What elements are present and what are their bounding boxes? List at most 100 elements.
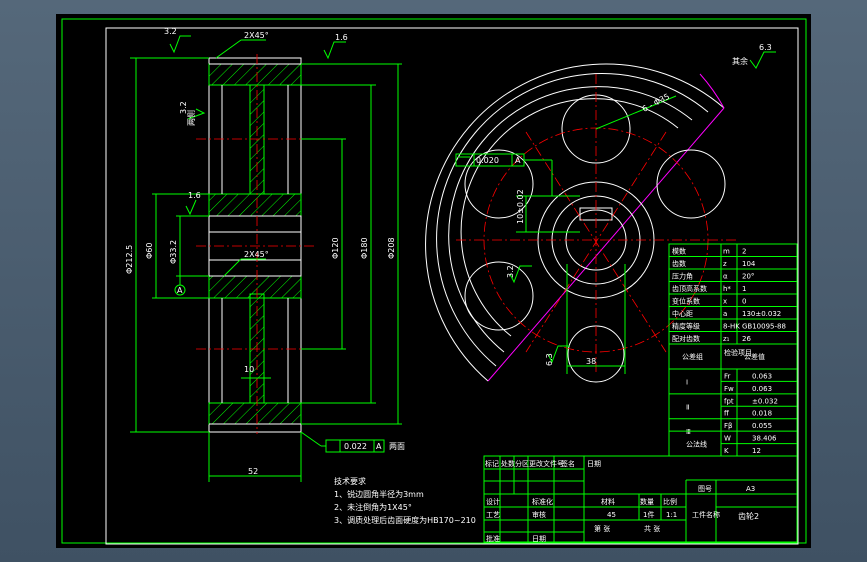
tol-symbol: Fw bbox=[724, 385, 734, 393]
bore-rough-label: 6.3 bbox=[545, 353, 554, 366]
side-note-label: 两侧 bbox=[186, 110, 196, 126]
param-value: 104 bbox=[742, 260, 756, 268]
tb-material: 45 bbox=[607, 511, 616, 519]
tol-header-value: 公差值 bbox=[744, 352, 765, 361]
tb-craft: 工艺 bbox=[486, 511, 500, 519]
param-name: 压力角 bbox=[672, 272, 693, 281]
rough-left-label: 3.2 bbox=[164, 27, 177, 36]
tb-part-name: 齿轮2 bbox=[738, 511, 759, 521]
tb-drawing-no: A3 bbox=[746, 485, 755, 493]
note-2: 2、未注倒角为1X45° bbox=[334, 502, 412, 512]
param-symbol: α bbox=[723, 273, 728, 281]
param-value: 20° bbox=[742, 273, 754, 281]
param-value: GB10095-88 bbox=[742, 323, 786, 331]
dia-tip-label: Φ212.5 bbox=[125, 245, 134, 274]
rev-h1: 处数 bbox=[501, 459, 515, 468]
runout-note: 两面 bbox=[389, 442, 405, 451]
param-name: 配对齿数 bbox=[672, 334, 700, 343]
outer-frame bbox=[61, 18, 807, 544]
tb-review: 审核 bbox=[532, 510, 546, 519]
dia-180-label: Φ180 bbox=[360, 237, 369, 259]
tb-drawing-no-label: 图号 bbox=[698, 485, 712, 493]
mid-chamfer-label: 2X45° bbox=[244, 250, 269, 259]
tb-scale-label: 比例 bbox=[663, 497, 677, 506]
param-symbol: 8-HK bbox=[723, 323, 740, 331]
web-dim-label: 10 bbox=[244, 365, 254, 374]
note-1: 1、锐边圆角半径为3mm bbox=[334, 489, 424, 499]
runout-datum: A bbox=[376, 442, 382, 451]
rev-h2: 分区 bbox=[515, 459, 529, 468]
param-value: 1 bbox=[742, 285, 746, 293]
tol-value: 38.406 bbox=[752, 435, 777, 443]
param-name: 齿顶高系数 bbox=[672, 284, 707, 293]
tb-qty: 1件 bbox=[643, 510, 654, 519]
tol-symbol: Fr bbox=[724, 372, 731, 380]
drawing-canvas: 2X45° 2X45° 1.6 3.2 3.2 两侧 1.6 Φ212.5 Φ6… bbox=[61, 18, 807, 545]
param-name: 变位系数 bbox=[672, 297, 700, 306]
runout-value: 0.022 bbox=[344, 442, 367, 451]
tb-total: 共 张 bbox=[644, 524, 660, 533]
tol-symbol: fpt bbox=[724, 397, 734, 405]
tol-symbol: ff bbox=[724, 410, 729, 418]
symmetry-datum: A bbox=[515, 156, 521, 165]
tol-group: Ⅱ bbox=[686, 403, 689, 411]
tol-group: Ⅲ bbox=[686, 428, 691, 436]
param-symbol: h* bbox=[723, 285, 731, 293]
keyway-width-label: 38 bbox=[586, 357, 596, 366]
rev-h0: 标记 bbox=[485, 459, 499, 468]
tb-qty-label: 数量 bbox=[640, 497, 654, 506]
tol-header-check: 检验项目 bbox=[724, 348, 752, 357]
inner-frame bbox=[105, 27, 799, 545]
tol-symbol: K bbox=[724, 447, 729, 455]
param-symbol: x bbox=[723, 298, 727, 306]
tol-symbol: Fβ bbox=[724, 422, 733, 430]
param-value: 26 bbox=[742, 335, 751, 343]
cad-viewport[interactable]: 2X45° 2X45° 1.6 3.2 3.2 两侧 1.6 Φ212.5 Φ6… bbox=[56, 14, 811, 548]
section-view bbox=[130, 35, 402, 482]
tb-material-label: 材料 bbox=[601, 497, 615, 506]
tb-standard: 标准化 bbox=[532, 497, 553, 506]
dia-120-label: Φ120 bbox=[331, 237, 340, 259]
param-symbol: z bbox=[723, 260, 727, 268]
symmetry-tol-value: 0.020 bbox=[476, 156, 499, 165]
param-value: 0 bbox=[742, 298, 746, 306]
tol-value: 12 bbox=[752, 447, 761, 455]
rough-hub-label: 1.6 bbox=[188, 191, 201, 200]
rev-h3: 更改文件号 bbox=[529, 459, 564, 468]
notes-title: 技术要求 bbox=[334, 476, 366, 486]
tb-scale: 1:1 bbox=[666, 511, 677, 519]
tb-sheet: 第 张 bbox=[594, 524, 610, 533]
tol-value: 0.018 bbox=[752, 410, 772, 418]
rough-side-label: 3.2 bbox=[179, 101, 188, 114]
width-dim-label: 52 bbox=[248, 467, 258, 476]
tb-design: 设计 bbox=[486, 497, 500, 506]
front-view bbox=[425, 63, 736, 383]
datum-a-label: A bbox=[177, 286, 183, 295]
tol-value: 0.055 bbox=[752, 422, 772, 430]
param-name: 中心距 bbox=[672, 309, 693, 318]
rough-rest-label: 其余 bbox=[732, 56, 748, 66]
param-symbol: m bbox=[723, 248, 730, 256]
dia-60-label: Φ60 bbox=[145, 243, 154, 259]
tol-value: 0.063 bbox=[752, 372, 772, 380]
dia-33-label: Φ33.2 bbox=[169, 240, 178, 264]
top-chamfer-label: 2X45° bbox=[244, 31, 269, 40]
param-name: 模数 bbox=[672, 247, 686, 256]
dia-208-label: Φ208 bbox=[387, 237, 396, 259]
tol-group: 公法线 bbox=[686, 440, 707, 449]
rough-rest-icon bbox=[749, 51, 776, 69]
rough-rest-value: 6.3 bbox=[759, 43, 772, 52]
param-value: 130±0.032 bbox=[742, 310, 781, 318]
tol-group: Ⅰ bbox=[686, 378, 688, 386]
tb-date: 日期 bbox=[532, 535, 546, 543]
tb-approve: 批准 bbox=[486, 534, 500, 543]
rev-h4: 签名 bbox=[561, 459, 575, 468]
title-block bbox=[483, 455, 798, 543]
param-name: 齿数 bbox=[672, 259, 686, 268]
tol-value: 0.063 bbox=[752, 385, 772, 393]
keyway-rough-label: 3.2 bbox=[506, 265, 515, 278]
param-value: 2 bbox=[742, 248, 746, 256]
tb-work-label: 工件名称 bbox=[692, 510, 720, 519]
param-symbol: z₁ bbox=[723, 335, 730, 343]
param-name: 精度等级 bbox=[672, 322, 700, 331]
